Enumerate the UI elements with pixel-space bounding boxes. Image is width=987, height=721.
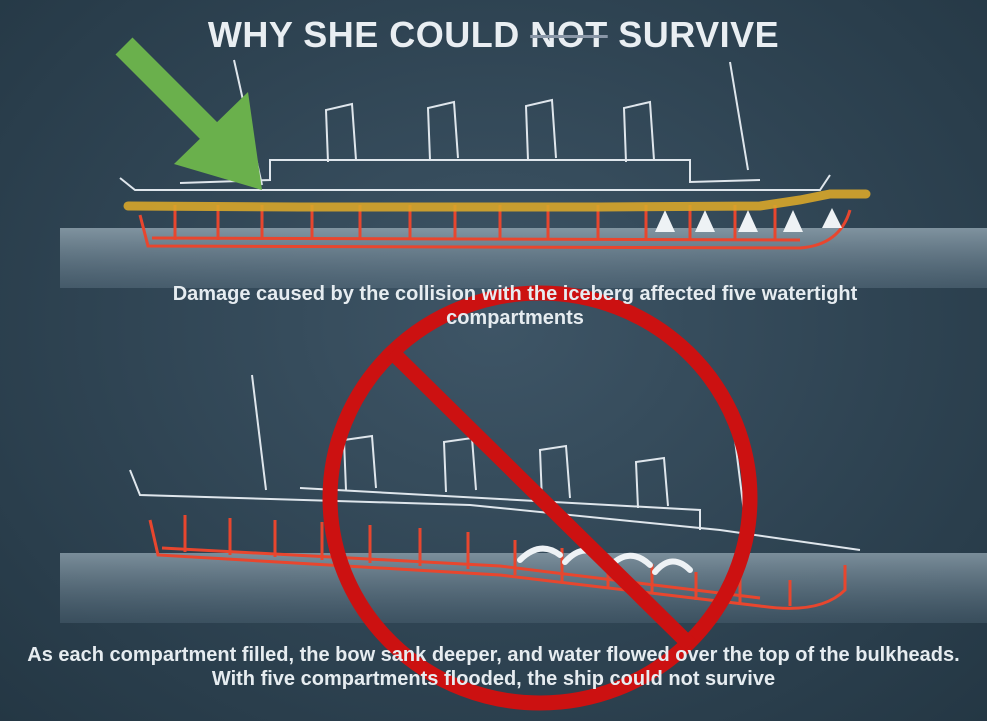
flood-arrows-top — [655, 208, 842, 232]
water-surface-bottom — [60, 553, 987, 623]
hull-bottom — [148, 515, 847, 610]
caption-bottom: As each compartment filled, the bow sank… — [27, 644, 960, 690]
ship-bottom — [129, 374, 861, 551]
title-part-1: WHY SHE COULD — [207, 14, 531, 55]
no-symbol-icon — [322, 285, 758, 711]
caption-top: Damage caused by the collision with the … — [172, 283, 858, 329]
page-title: WHY SHE COULD NOT SURVIVE — [0, 14, 987, 56]
green-arrow-icon — [115, 37, 262, 190]
title-part-2: SURVIVE — [607, 14, 780, 55]
hull-top — [138, 205, 852, 250]
title-struck-word: NOT — [530, 14, 608, 55]
waterline-highlight — [123, 189, 871, 212]
